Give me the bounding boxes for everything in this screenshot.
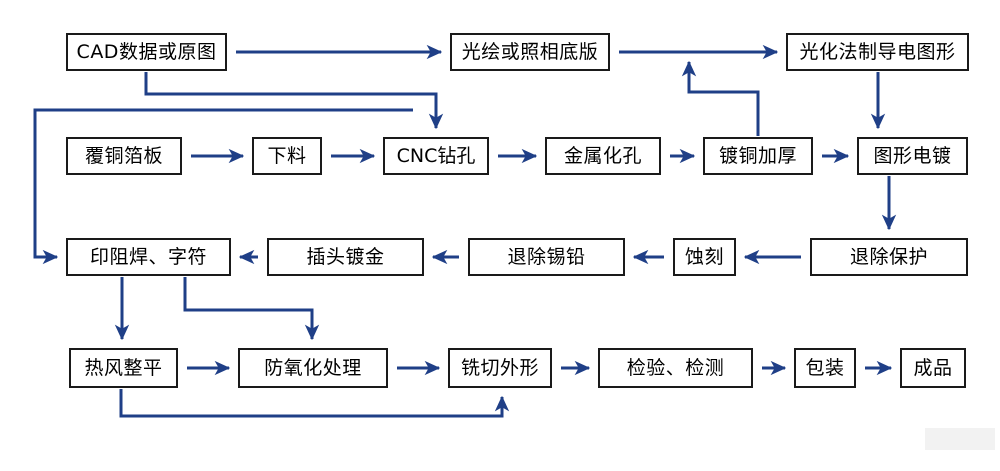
node-cad[interactable]: CAD数据或原图	[66, 33, 227, 71]
node-copper-clad-laminate[interactable]: 覆铜箔板	[66, 137, 182, 175]
node-photo-film[interactable]: 光绘或照相底版	[450, 33, 610, 71]
node-label: CAD数据或原图	[76, 40, 217, 63]
node-etching[interactable]: 蚀刻	[673, 238, 736, 276]
node-photochemical-pattern[interactable]: 光化法制导电图形	[786, 33, 969, 71]
node-label: 防氧化处理	[264, 356, 362, 379]
conn-cad-to-cnc	[144, 72, 444, 130]
conn-copper-to-photolane	[681, 60, 760, 136]
node-label: 退除锡铅	[507, 245, 586, 268]
node-label: 铣切外形	[460, 356, 539, 379]
node-hole-metallization[interactable]: 金属化孔	[545, 137, 661, 175]
node-label: 光化法制导电图形	[799, 40, 956, 63]
node-label: 印阻焊、字符	[89, 245, 207, 268]
conn-hasl-to-mill	[119, 389, 510, 418]
node-label: 包装	[805, 356, 845, 379]
node-label: CNC钻孔	[396, 144, 476, 167]
node-label: 覆铜箔板	[84, 144, 163, 167]
node-cnc-drilling[interactable]: CNC钻孔	[383, 137, 489, 175]
watermark-bar	[925, 428, 995, 450]
node-label: 图形电镀	[873, 144, 952, 167]
node-solder-mask-legend[interactable]: 印阻焊、字符	[66, 238, 231, 276]
node-strip-resist[interactable]: 退除保护	[810, 238, 968, 276]
node-label: 退除保护	[849, 245, 928, 268]
node-label: 光绘或照相底版	[461, 40, 599, 63]
node-blanking[interactable]: 下料	[252, 137, 322, 175]
node-inspection-testing[interactable]: 检验、检测	[598, 348, 753, 388]
node-label: 成品	[913, 356, 953, 379]
node-tin-lead-removal[interactable]: 退除锡铅	[468, 238, 625, 276]
node-anti-oxidation[interactable]: 防氧化处理	[238, 348, 388, 388]
node-label: 蚀刻	[684, 245, 724, 268]
node-label: 镀铜加厚	[718, 144, 797, 167]
node-label: 检验、检测	[626, 356, 725, 379]
node-label: 金属化孔	[563, 144, 642, 167]
node-label: 下料	[267, 144, 307, 167]
node-label: 插头镀金	[306, 245, 385, 268]
node-copper-thickening[interactable]: 镀铜加厚	[703, 137, 813, 175]
conn-left-rail-to-soldermask	[33, 108, 413, 265]
node-hot-air-leveling[interactable]: 热风整平	[69, 348, 178, 388]
node-connector-gold-plating[interactable]: 插头镀金	[267, 238, 424, 276]
node-profile-milling[interactable]: 铣切外形	[448, 348, 552, 388]
node-packaging[interactable]: 包装	[794, 348, 856, 388]
node-finished-product[interactable]: 成品	[900, 348, 966, 388]
conn-soldermask-to-antiox	[183, 277, 320, 341]
node-pattern-plating[interactable]: 图形电镀	[857, 137, 968, 175]
node-label: 热风整平	[84, 356, 163, 379]
